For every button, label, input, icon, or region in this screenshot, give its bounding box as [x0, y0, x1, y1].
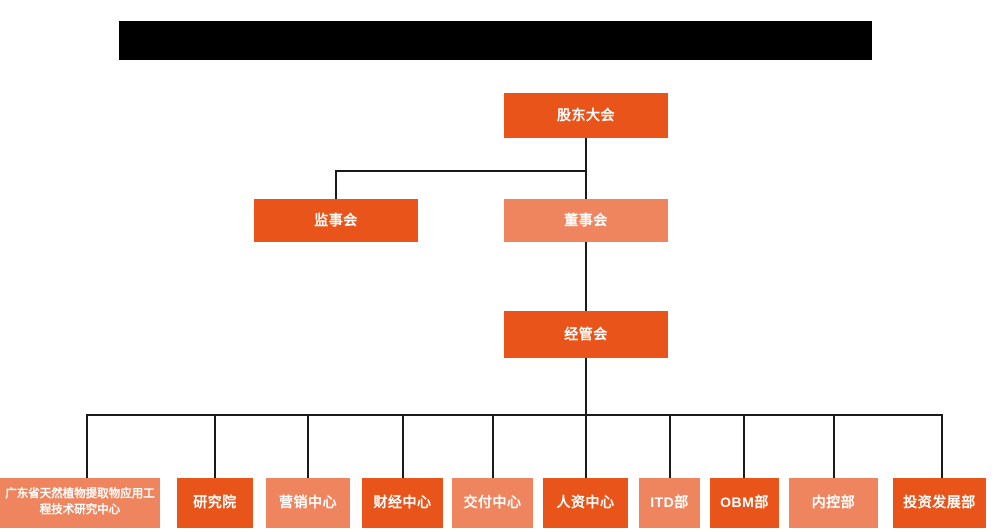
org-node-supervisors[interactable]: 监事会 [254, 199, 418, 242]
connector-to-research-center [86, 414, 88, 478]
connector-department-bus [86, 414, 943, 416]
connector-shareholders-bus [335, 170, 587, 172]
org-node-marketing-center[interactable]: 营销中心 [266, 478, 350, 528]
org-node-directors[interactable]: 董事会 [504, 199, 668, 242]
connector-to-obm-dept [743, 414, 745, 478]
connector-to-investment-dev-dept [941, 414, 943, 478]
org-node-obm-dept[interactable]: OBM部 [710, 478, 779, 528]
org-node-delivery-center[interactable]: 交付中心 [452, 478, 533, 528]
org-node-institute[interactable]: 研究院 [177, 478, 253, 528]
connector-management-stem [585, 358, 587, 416]
connector-to-itd-dept [669, 414, 671, 478]
org-node-finance-center[interactable]: 财经中心 [362, 478, 443, 528]
connector-shareholders-stem [585, 138, 587, 171]
connector-to-directors [585, 170, 587, 200]
connector-to-internal-control-dept [833, 414, 835, 478]
connector-to-delivery-center [492, 414, 494, 478]
org-node-itd-dept[interactable]: ITD部 [639, 478, 700, 528]
org-node-internal-control-dept[interactable]: 内控部 [789, 478, 878, 528]
org-node-investment-dev-dept[interactable]: 投资发展部 [893, 478, 986, 528]
org-node-shareholders[interactable]: 股东大会 [504, 93, 668, 138]
connector-to-finance-center [402, 414, 404, 478]
connector-directors-to-management [585, 242, 587, 311]
org-node-management[interactable]: 经管会 [504, 311, 668, 358]
connector-to-hr-center [585, 414, 587, 478]
connector-to-institute [214, 414, 216, 478]
org-node-research-center[interactable]: 广东省天然植物提取物应用工程技术研究中心 [0, 478, 160, 528]
connector-to-marketing-center [307, 414, 309, 478]
org-node-hr-center[interactable]: 人资中心 [543, 478, 628, 528]
redacted-title-bar [119, 21, 872, 60]
connector-to-supervisors [335, 170, 337, 200]
